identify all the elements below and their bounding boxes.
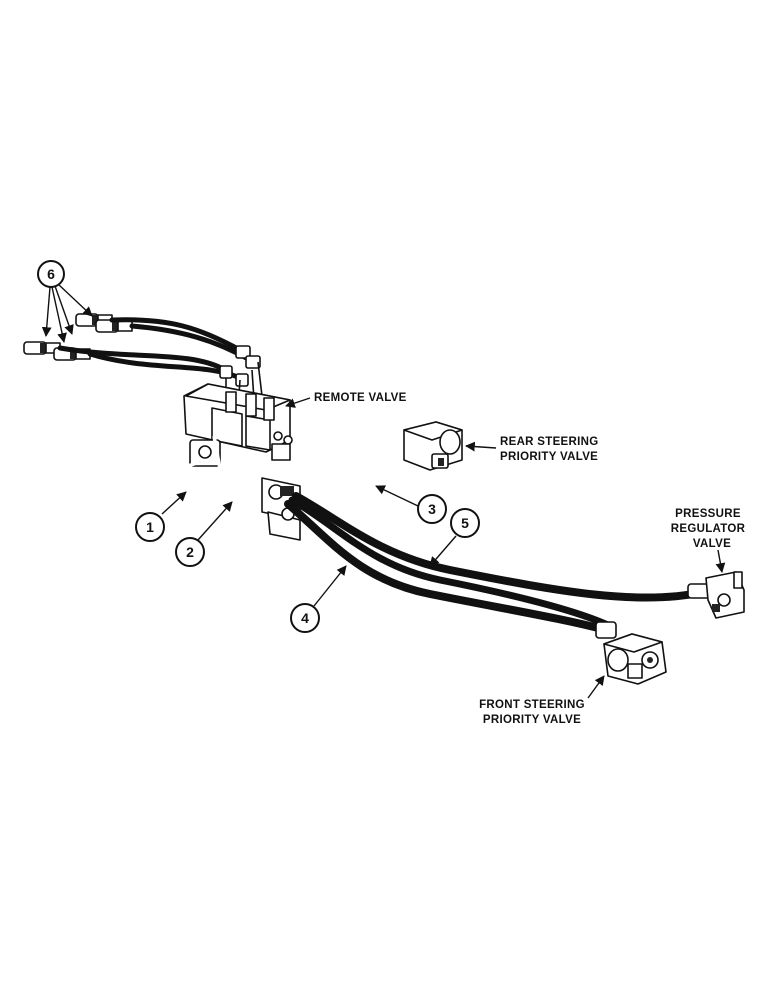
- svg-text:4: 4: [301, 610, 309, 626]
- rear-steering-priority-valve: [403, 421, 463, 471]
- leader-lines: [41, 283, 726, 699]
- steel-tube-2: [212, 435, 269, 502]
- callout-4: 4: [290, 603, 320, 633]
- svg-text:REAR STEERING: REAR STEERING: [500, 436, 598, 448]
- svg-text:6: 6: [47, 266, 55, 282]
- quick-coupler-group: [23, 313, 133, 361]
- svg-text:PRIORITY VALVE: PRIORITY VALVE: [483, 714, 581, 726]
- svg-text:FRONT STEERING: FRONT STEERING: [479, 699, 585, 711]
- label-remote-valve: REMOTE VALVE: [314, 392, 407, 404]
- svg-text:REGULATOR: REGULATOR: [671, 523, 746, 535]
- callout-2: 2: [175, 537, 205, 567]
- quick-coupler: [95, 319, 133, 333]
- label-front-steering-priority-valve: FRONT STEERING PRIORITY VALVE: [479, 699, 585, 726]
- label-rear-steering-priority-valve: REAR STEERING PRIORITY VALVE: [500, 436, 598, 463]
- steel-tube-1: [169, 460, 224, 494]
- hydraulic-hose: [288, 496, 614, 630]
- svg-text:PRESSURE: PRESSURE: [675, 508, 741, 520]
- hydraulic-hose-4: [284, 500, 610, 634]
- callout-1: 1: [135, 512, 165, 542]
- remote-valve: [183, 383, 293, 467]
- svg-text:3: 3: [428, 501, 436, 517]
- quick-coupler: [23, 341, 61, 355]
- svg-text:5: 5: [461, 515, 469, 531]
- front-steering-priority-valve: [595, 621, 667, 685]
- callout-5: 5: [450, 508, 480, 538]
- hydraulic-hose-5: [292, 492, 708, 602]
- callout-6: 6: [37, 260, 65, 288]
- svg-text:2: 2: [186, 544, 194, 560]
- callout-3: 3: [417, 494, 447, 524]
- svg-text:PRIORITY VALVE: PRIORITY VALVE: [500, 451, 598, 463]
- svg-text:VALVE: VALVE: [693, 538, 731, 550]
- pressure-regulator-valve: [687, 571, 745, 619]
- label-pressure-regulator-valve: PRESSURE REGULATOR VALVE: [671, 508, 746, 550]
- svg-text:1: 1: [146, 519, 154, 535]
